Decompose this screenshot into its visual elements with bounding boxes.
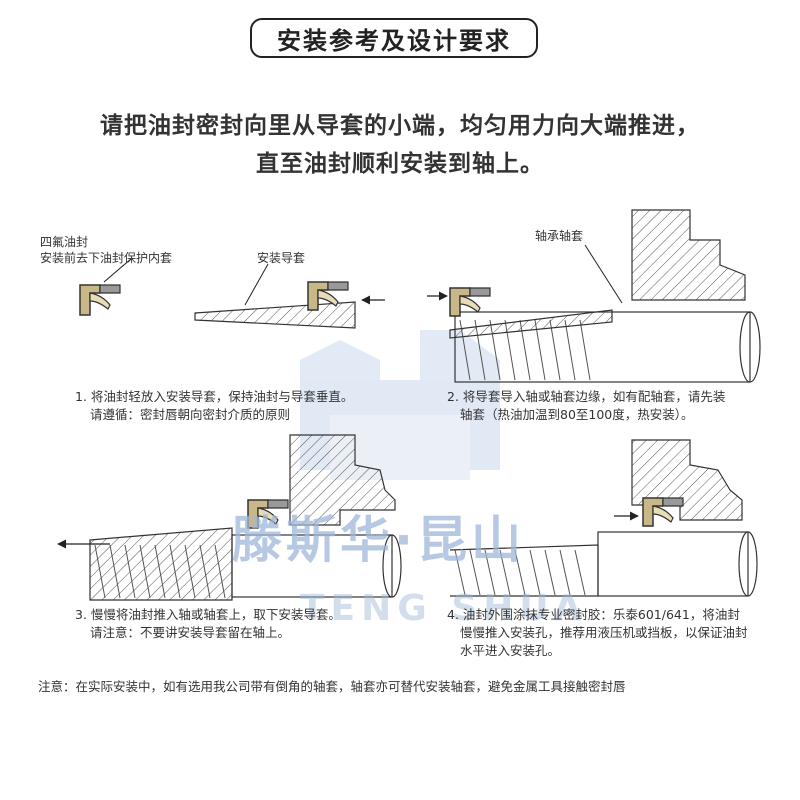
pointer-seal bbox=[103, 257, 133, 283]
bearing-sleeve-block-2 bbox=[631, 209, 746, 301]
panel-1 bbox=[79, 257, 385, 329]
step-2-line-2: 轴套（热油加温到80至100度，热安装）。 bbox=[460, 407, 694, 422]
panel-4 bbox=[449, 439, 758, 597]
guide-sleeve-1 bbox=[194, 301, 356, 329]
panel-2 bbox=[427, 209, 761, 383]
step-4-line-1: 4. 油封外围涂抹专业密封胶：乐泰601/641，将油封 bbox=[447, 607, 740, 622]
step-1-line-1: 1. 将油封轻放入安装导套，保持油封与导套垂直。 bbox=[75, 389, 354, 404]
seal-loose bbox=[79, 284, 121, 316]
step-1-line-2: 请遵循：密封唇朝向密封介质的原则 bbox=[90, 407, 291, 422]
label-seal-name: 四氟油封 bbox=[40, 235, 89, 249]
pointer-bearing bbox=[584, 244, 623, 304]
seal-panel-2 bbox=[449, 287, 491, 317]
pointer-guide bbox=[244, 263, 269, 306]
guide-sleeve-3 bbox=[89, 527, 233, 601]
shaft-thread-2 bbox=[459, 319, 591, 381]
step-4-line-2: 慢慢推入安装孔，推荐用液压机或挡板，以保证油封 bbox=[460, 625, 748, 640]
step-4-line-3: 水平进入安装孔。 bbox=[460, 643, 561, 658]
panel-3 bbox=[57, 434, 402, 601]
guide-thread-3 bbox=[94, 544, 226, 599]
label-seal-remove: 安装前去下油封保护内套 bbox=[40, 251, 173, 265]
watermark-cn: 滕斯华·昆山 bbox=[232, 511, 525, 569]
guide-sleeve-2 bbox=[449, 309, 613, 339]
install-note: 注意：在实际安装中，如有选用我公司带有倒角的轴套，轴套亦可替代安装轴套，避免金属… bbox=[38, 679, 626, 694]
shaft-thread-4 bbox=[454, 549, 586, 596]
seal-panel-4 bbox=[642, 497, 684, 527]
shaft-4 bbox=[597, 531, 749, 597]
page-title: 安装参考及设计要求 bbox=[250, 18, 538, 58]
watermark-en: TENG SHUA bbox=[300, 588, 588, 629]
label-bearing-sleeve: 轴承轴套 bbox=[535, 229, 584, 243]
step-3-line-1: 3. 慢慢将油封推入轴或轴套上，取下安装导套。 bbox=[75, 607, 341, 622]
bearing-sleeve-block-3 bbox=[289, 434, 396, 526]
step-2-line-1: 2. 将导套导入轴或轴套边缘，如有配轴套，请先装 bbox=[447, 389, 726, 404]
step-3-line-2: 请注意：不要讲安装导套留在轴上。 bbox=[90, 625, 291, 640]
seal-on-sleeve bbox=[307, 281, 349, 311]
seal-panel-3 bbox=[247, 499, 289, 529]
intro-line-2: 直至油封顺利安装到轴上。 bbox=[256, 151, 544, 177]
intro-line-1: 请把油封密封向里从导套的小端，均匀用力向大端推进， bbox=[100, 113, 700, 139]
label-guide-sleeve: 安装导套 bbox=[257, 251, 306, 265]
